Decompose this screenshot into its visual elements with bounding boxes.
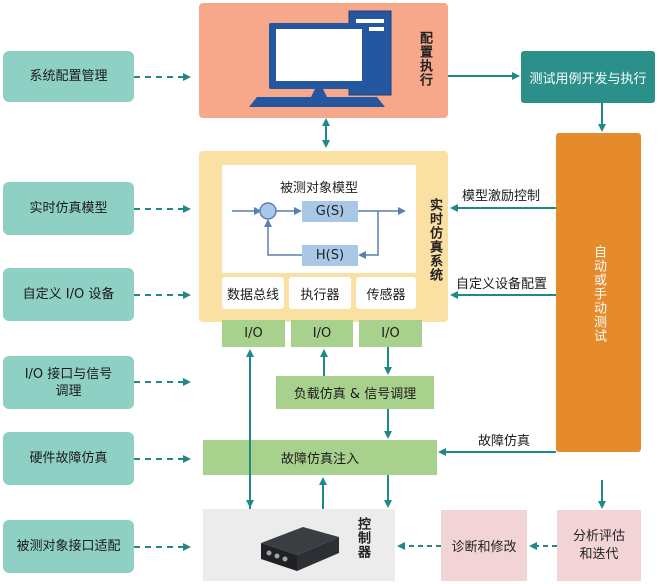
component-label: 数据总线 [226, 287, 279, 303]
config-exec-block: 配置执行 [199, 3, 448, 118]
auto-test-label: 自动或手动测试 [591, 245, 606, 343]
left-item-custom-io: 自定义 I/O 设备 [3, 268, 134, 321]
custom-config-label: 自定义设备配置 [456, 277, 548, 292]
computer-icon [249, 10, 392, 107]
controller-block: 控制器 [203, 509, 395, 581]
left-item-io-interface: I/O 接口与信号 调理 [3, 356, 134, 409]
test-case-box: 测试用例开发与执行 [521, 51, 655, 103]
left-item-label: 被测对象接口适配 [16, 539, 121, 554]
component-label: 执行器 [300, 287, 340, 303]
stim-control-label: 模型激励控制 [462, 189, 541, 204]
io-box-1: I/O [222, 320, 285, 347]
left-item-system-config: 系统配置管理 [3, 51, 134, 102]
left-item-label: 系统配置管理 [29, 69, 108, 84]
fault-inject-label: 故障仿真注入 [280, 452, 359, 467]
io-box-3: I/O [359, 320, 422, 347]
gs-block: G(S) [302, 201, 358, 222]
left-item-hardware-fault: 硬件故障仿真 [3, 432, 134, 485]
dut-model-title: 被测对象模型 [279, 181, 358, 196]
component-sensor: 传感器 [356, 277, 416, 309]
left-item-label: I/O 接口与信号 调理 [24, 366, 113, 399]
component-label: 传感器 [366, 287, 406, 303]
load-sim-label: 负载仿真 & 信号调理 [293, 387, 417, 402]
analysis-label: 分析评估 和迭代 [572, 528, 625, 562]
diagnose-label: 诊断和修改 [451, 540, 517, 555]
component-actuator: 执行器 [289, 277, 351, 309]
left-item-interface-adapt: 被测对象接口适配 [3, 520, 134, 573]
analysis-box: 分析评估 和迭代 [557, 510, 641, 581]
controller-device-icon [261, 527, 339, 571]
gs-label: G(S) [315, 204, 345, 219]
realtime-system-label: 实时仿真系统 [427, 198, 442, 282]
fault-inject-box: 故障仿真注入 [203, 440, 437, 475]
left-item-label: 自定义 I/O 设备 [22, 287, 115, 302]
test-case-label: 测试用例开发与执行 [529, 71, 647, 87]
io-label: I/O [244, 326, 263, 341]
hs-block: H(S) [302, 245, 358, 266]
component-data-bus: 数据总线 [222, 277, 284, 309]
io-box-2: I/O [291, 320, 353, 347]
left-item-label: 实时仿真模型 [29, 201, 108, 216]
hs-label: H(S) [315, 248, 345, 263]
controller-label: 控制器 [355, 517, 370, 559]
diagnose-box: 诊断和修改 [441, 510, 527, 581]
fault-sim-label: 故障仿真 [478, 434, 531, 449]
config-exec-label: 配置执行 [417, 31, 432, 87]
io-label: I/O [312, 326, 332, 341]
io-label: I/O [381, 326, 400, 341]
left-item-label: 硬件故障仿真 [29, 451, 108, 466]
auto-test-column: 自动或手动测试 [556, 133, 641, 452]
left-item-realtime-model: 实时仿真模型 [3, 182, 134, 235]
load-sim-box: 负载仿真 & 信号调理 [276, 376, 434, 409]
